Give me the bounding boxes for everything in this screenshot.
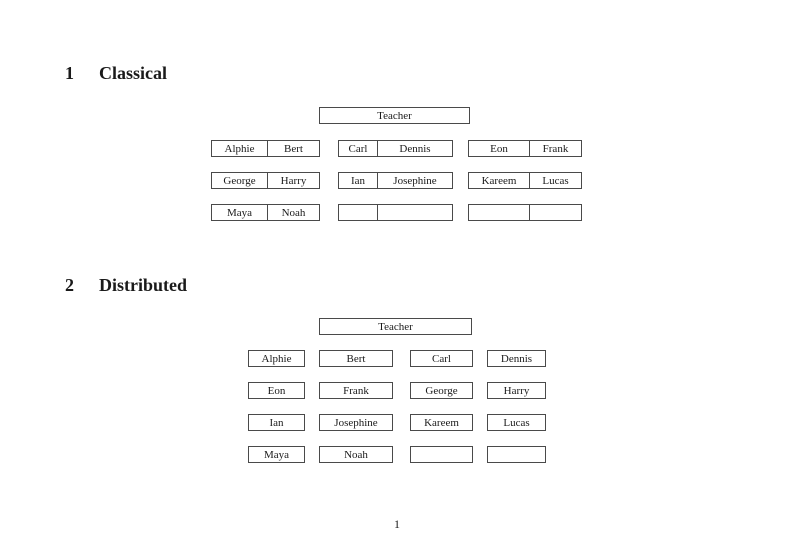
desk-seat xyxy=(410,446,473,463)
desk-seat: Alphie xyxy=(212,141,268,156)
desk-seat: Dennis xyxy=(487,350,546,367)
desk-seat: Josephine xyxy=(393,174,437,187)
desk-seat: Josephine xyxy=(319,414,393,431)
desk-seat: Harry xyxy=(487,382,546,399)
page-number: 1 xyxy=(394,517,400,531)
desk-seat: Noah xyxy=(281,206,306,219)
desk-seat: Eon xyxy=(248,382,305,399)
desk-seat: Lucas xyxy=(542,174,569,187)
teacher-label: Teacher xyxy=(377,109,412,122)
desk-seat: Dennis xyxy=(399,142,431,155)
desk-seat: Carl xyxy=(410,350,473,367)
desk: George Harry xyxy=(211,172,320,189)
desk-seat: Kareem xyxy=(410,414,473,431)
desk-seat: Frank xyxy=(542,142,569,155)
section-number: 1 xyxy=(65,63,74,83)
desk: Kareem Lucas xyxy=(468,172,582,189)
desk-seat xyxy=(487,446,546,463)
desk-seat: Bert xyxy=(319,350,393,367)
desk-seat: Ian xyxy=(339,173,378,188)
desk-seat: Eon xyxy=(469,141,530,156)
desk: Maya Noah xyxy=(211,204,320,221)
desk-seat xyxy=(469,205,530,220)
desk xyxy=(338,204,453,221)
desk: Alphie Bert xyxy=(211,140,320,157)
teacher-box: Teacher xyxy=(319,318,472,335)
desk-seat: Ian xyxy=(248,414,305,431)
desk: Carl Dennis xyxy=(338,140,453,157)
teacher-label: Teacher xyxy=(378,320,413,333)
section-heading: 1 Classical xyxy=(65,62,167,84)
section-number: 2 xyxy=(65,275,74,295)
desk-seat: Harry xyxy=(280,174,307,187)
desk-seat: George xyxy=(212,173,268,188)
desk-seat: Carl xyxy=(339,141,378,156)
desk-seat: Noah xyxy=(319,446,393,463)
desk: Eon Frank xyxy=(468,140,582,157)
desk-seat: Lucas xyxy=(487,414,546,431)
desk-seat: Maya xyxy=(248,446,305,463)
desk-seat: Alphie xyxy=(248,350,305,367)
teacher-box: Teacher xyxy=(319,107,470,124)
desk-seat: Maya xyxy=(212,205,268,220)
section-title: Classical xyxy=(99,63,168,83)
desk xyxy=(468,204,582,221)
desk-seat: Frank xyxy=(319,382,393,399)
desk-seat xyxy=(378,205,452,220)
desk-seat xyxy=(339,205,378,220)
desk-seat xyxy=(530,205,581,220)
desk-seat: Kareem xyxy=(469,173,530,188)
desk-seat: Bert xyxy=(284,142,303,155)
desk-seat: George xyxy=(410,382,473,399)
section-heading: 2 Distributed xyxy=(65,274,187,296)
desk: Ian Josephine xyxy=(338,172,453,189)
section-title: Distributed xyxy=(99,275,188,295)
